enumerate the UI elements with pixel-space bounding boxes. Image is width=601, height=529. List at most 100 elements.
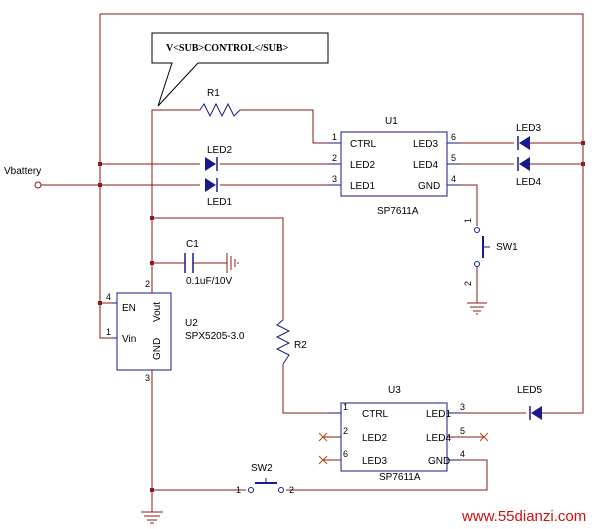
led2-diode: LED2 xyxy=(205,145,232,171)
sw2-pin1: 1 xyxy=(236,485,241,495)
u3-pinnum-gnd: 4 xyxy=(460,449,465,459)
u2-pin-vin: Vin xyxy=(122,334,136,345)
u3-pin-ctrl: CTRL xyxy=(362,409,389,420)
junction-dot xyxy=(581,162,585,166)
wires xyxy=(41,13,584,512)
wire-vout-r2 xyxy=(152,217,284,320)
watermark: www.55dianzi.com xyxy=(461,508,586,525)
resistor-zigzag xyxy=(199,102,241,118)
diode-triangle xyxy=(519,157,530,171)
led4-diode: LED4 xyxy=(516,157,541,188)
switch-sw2: SW2 1 2 xyxy=(236,463,294,495)
led5-ref: LED5 xyxy=(517,385,542,396)
u3-pin-gnd: GND xyxy=(428,456,450,467)
u1-ref: U1 xyxy=(385,116,398,127)
u2-pin-vout: Vout xyxy=(152,302,163,322)
u3-pin-led4: LED4 xyxy=(426,433,451,444)
resistor-r1: R1 xyxy=(199,88,241,118)
resistor-zigzag xyxy=(275,319,291,365)
diode-triangle xyxy=(205,157,216,171)
ground-symbol-c1 xyxy=(226,253,239,273)
ic-u3: U3 SP7611A CTRL LED2 LED3 LED1 LED4 GND … xyxy=(327,385,465,483)
wire-r2-u3 xyxy=(282,364,327,414)
no-connect-mark xyxy=(479,432,489,442)
switch-contact xyxy=(278,487,284,493)
led1-ref: LED1 xyxy=(207,197,232,208)
u2-ref: U2 xyxy=(185,318,198,329)
led1-diode: LED1 xyxy=(205,178,232,208)
ic-u1: U1 SP7611A CTRL LED2 LED1 LED3 LED4 GND … xyxy=(327,116,461,217)
u1-pinnum-led1: 3 xyxy=(332,174,337,184)
junction-dot xyxy=(98,183,102,187)
ground-symbol-sw1 xyxy=(467,302,487,315)
c1-ref: C1 xyxy=(186,239,199,250)
junction-dot xyxy=(150,216,154,220)
u1-pin-gnd: GND xyxy=(418,181,440,192)
u1-pinnum-led2: 2 xyxy=(332,153,337,163)
ic-u2: U2 SPX5205-3.0 EN Vin Vout GND 4 1 2 3 xyxy=(106,279,245,383)
u2-pinnum-en: 4 xyxy=(106,292,111,302)
wire-top-left xyxy=(99,14,112,339)
wire-u1-gnd-sw1 xyxy=(461,184,478,226)
u2-pinnum-gnd: 3 xyxy=(145,373,150,383)
switch-contact xyxy=(474,261,480,267)
ic-body xyxy=(340,402,448,472)
c1-value: 0.1uF/10V xyxy=(186,276,232,287)
diode-triangle xyxy=(531,406,542,420)
led3-diode: LED3 xyxy=(516,123,541,150)
capacitor-c1: C1 0.1uF/10V xyxy=(184,239,232,287)
u1-pinnum-gnd: 4 xyxy=(451,174,456,184)
net-label-vbattery: Vbattery xyxy=(4,166,41,177)
junctions xyxy=(98,141,585,492)
sw1-ref: SW1 xyxy=(496,242,518,253)
u2-part: SPX5205-3.0 xyxy=(185,331,245,342)
u3-pinnum-led1: 3 xyxy=(460,402,465,412)
ground-symbol-main xyxy=(141,511,163,524)
junction-dot xyxy=(581,141,585,145)
switch-sw1: SW1 1 2 xyxy=(463,218,518,286)
sw2-ref: SW2 xyxy=(251,463,273,474)
junction-dot xyxy=(150,488,154,492)
junction-dot xyxy=(150,261,154,265)
u3-pinnum-ctrl: 1 xyxy=(343,402,348,412)
u1-part: SP7611A xyxy=(377,206,419,217)
junction-dot xyxy=(98,162,102,166)
no-connect-mark xyxy=(318,455,328,465)
diode-triangle xyxy=(519,136,530,150)
wire-u3-gnd xyxy=(286,459,488,491)
callout-bubble xyxy=(151,32,329,107)
led4-ref: LED4 xyxy=(516,177,541,188)
no-connect-marks xyxy=(318,432,489,465)
u1-pinnum-ctrl: 1 xyxy=(332,132,337,142)
u3-ref: U3 xyxy=(388,385,401,396)
switch-contact xyxy=(474,227,480,233)
r2-ref: R2 xyxy=(294,340,307,351)
u1-pin-ctrl: CTRL xyxy=(350,139,377,150)
junction-dot xyxy=(98,301,102,305)
led2-ref: LED2 xyxy=(207,145,232,156)
u1-pinnum-led4: 5 xyxy=(451,153,456,163)
led5-diode: LED5 xyxy=(517,385,560,420)
u1-pin-led2: LED2 xyxy=(350,160,375,171)
led3-ref: LED3 xyxy=(516,123,541,134)
u3-pin-led2: LED2 xyxy=(362,433,387,444)
u2-pinnum-vout: 2 xyxy=(145,279,150,289)
ic-body xyxy=(116,292,172,371)
no-connect-mark xyxy=(318,432,328,442)
sw1-pin1: 1 xyxy=(463,218,473,223)
u3-pinnum-led4: 5 xyxy=(460,426,465,436)
u1-pinnum-led3: 6 xyxy=(451,132,456,142)
r1-ref: R1 xyxy=(207,88,220,99)
u1-pin-led1: LED1 xyxy=(350,181,375,192)
resistor-r2: R2 xyxy=(275,319,307,365)
u3-pinnum-led3: 6 xyxy=(343,449,348,459)
vcontrol-callout: V<SUB>CONTROL</SUB> xyxy=(151,32,329,107)
switch-contact xyxy=(248,487,254,493)
diode-triangle xyxy=(205,178,216,192)
u1-pin-led3: LED3 xyxy=(413,139,438,150)
sw1-pin2: 2 xyxy=(463,281,473,286)
u3-part: SP7611A xyxy=(379,472,421,483)
terminal-circle xyxy=(34,181,42,189)
sw2-pin2: 2 xyxy=(289,485,294,495)
